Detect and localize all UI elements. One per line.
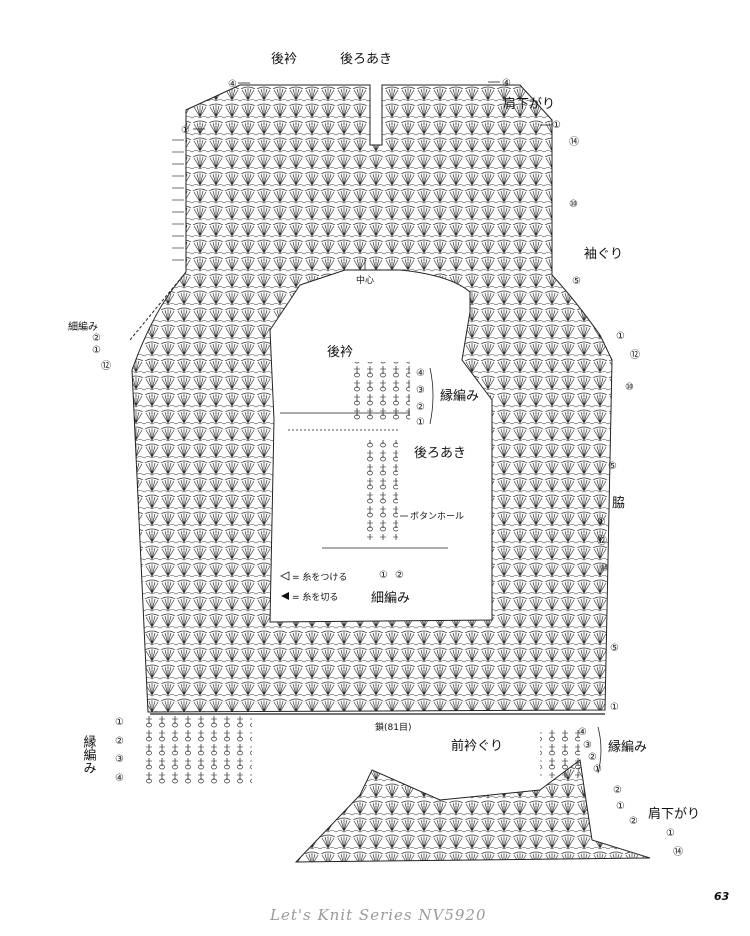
collar-title: 後衿 (327, 345, 353, 360)
placket-stitches (360, 440, 398, 540)
buttonhole-label: ボタンホール (410, 511, 464, 522)
left-edge-ticks (172, 139, 184, 261)
row-marker: ① (597, 517, 606, 528)
shoulder-slope-label: 肩下がり (503, 96, 555, 112)
row-marker: ① (552, 120, 561, 131)
row-marker: ⑫ (101, 360, 111, 372)
row-marker: ② (613, 785, 622, 796)
row-marker: ② (588, 752, 597, 763)
row-marker: ⑫ (630, 349, 640, 361)
collar-stitches (350, 362, 410, 422)
row-marker: ① (616, 331, 625, 342)
row-marker: ⑤ (608, 461, 617, 472)
row-marker: ① (92, 345, 101, 356)
row-marker: ③ (416, 385, 425, 396)
front-neckline-chart (294, 759, 651, 863)
row-marker: ② (92, 333, 101, 344)
row-marker: ③ (115, 754, 124, 765)
collar-border-label: 縁編み (440, 388, 479, 404)
row-marker: ④ (502, 78, 511, 89)
attach-yarn-legend: = 糸をつける (292, 571, 347, 583)
front-border-stitches (540, 728, 580, 778)
row-marker: ① (416, 417, 425, 428)
cut-yarn-symbol (281, 592, 289, 600)
row-marker: ⑭ (569, 136, 579, 148)
row-marker: ① (616, 801, 625, 812)
row-marker: ⑤ (610, 643, 619, 654)
row-marker: ② (115, 736, 124, 747)
front-neckline-label: 前衿ぐり (451, 738, 503, 754)
back-collar-label: 後衿 (271, 52, 297, 67)
back-opening-label: 後ろあき (340, 52, 392, 67)
border-sample-stitches (146, 716, 252, 786)
row-marker: ② (416, 402, 425, 413)
row-marker: ④ (578, 727, 587, 738)
slip-stitch-label: 細編み (68, 320, 98, 333)
row-marker: ① (666, 828, 675, 839)
series-footer: Let's Knit Series NV5920 (269, 906, 487, 924)
attach-yarn-symbol (280, 571, 290, 581)
cut-yarn-legend: = 糸を切る (292, 591, 338, 603)
row-marker: ① (379, 570, 388, 581)
row-marker: ⑭ (673, 846, 683, 858)
row-marker: ② (629, 816, 638, 827)
row-marker: ⑤ (572, 276, 581, 287)
row-marker: ① (115, 717, 124, 728)
row-marker: ⑩ (600, 563, 609, 574)
side-label: 脇 (612, 496, 625, 511)
page-number: 63 (714, 890, 730, 903)
row-marker: ④ (228, 79, 237, 90)
border-left-label: 縁編み (81, 734, 97, 774)
back-body-chart (131, 84, 613, 713)
front-shoulder-label: 肩下がり (648, 806, 700, 822)
row-marker: ⑫ (597, 535, 607, 547)
collar-back-opening-label: 後ろあき (414, 446, 466, 461)
center-label: 中心 (356, 274, 374, 286)
row-marker: ⑩ (625, 382, 634, 393)
row-marker: ① (610, 702, 619, 713)
armhole-label: 袖ぐり (584, 247, 623, 262)
row-marker: ④ (416, 368, 425, 379)
row-marker: ④ (115, 773, 124, 784)
chain-count-label: 鎖(81目) (375, 721, 411, 733)
front-border-label: 縁編み (608, 739, 647, 755)
row-marker: ① (181, 125, 190, 136)
collar-slip-edging-label: 細編み (371, 590, 410, 606)
row-marker: ② (395, 570, 404, 581)
row-marker: ⑩ (569, 199, 578, 210)
row-marker: ③ (583, 740, 592, 751)
row-marker: ① (593, 764, 602, 775)
